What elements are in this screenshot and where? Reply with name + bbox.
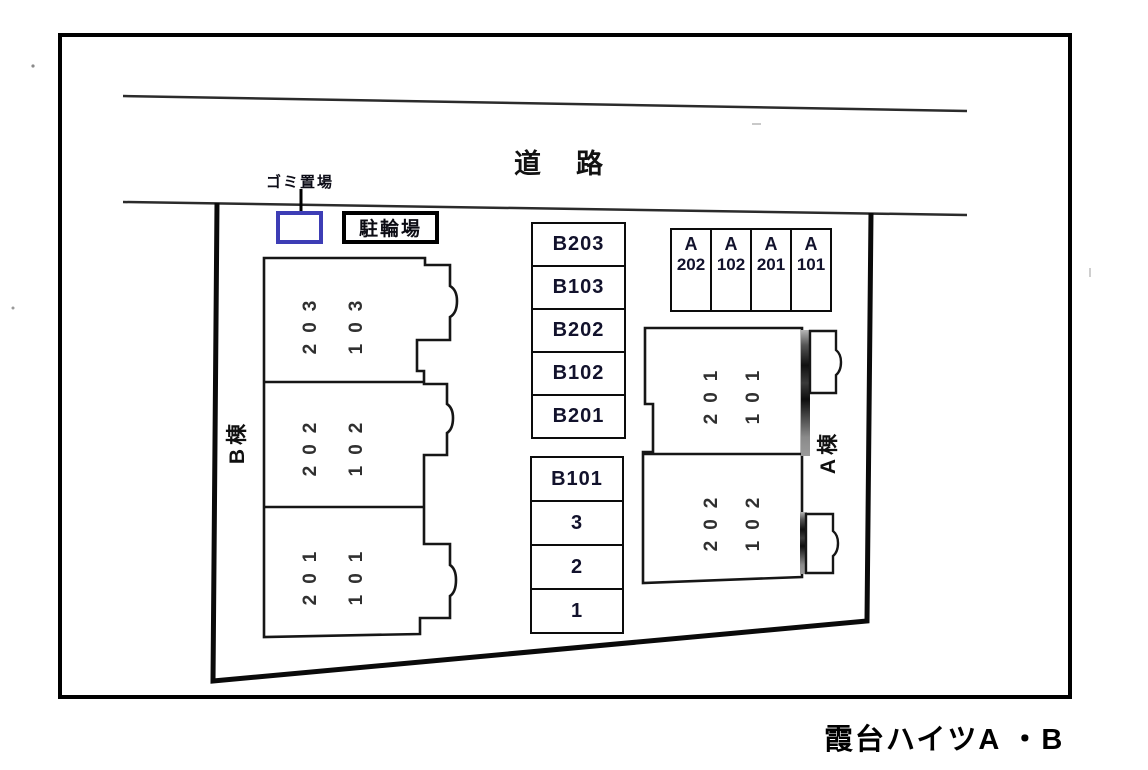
garbage-area-label: ゴミ置場 (266, 174, 335, 191)
building-b-unit1-room-right: 103 (346, 289, 367, 355)
parking-stall-a202: A 202 (670, 228, 712, 312)
building-a-unit1-room-right: 101 (743, 359, 764, 425)
building-a-unit2-room-left: 202 (701, 486, 722, 552)
parking-stall-b203: B203 (531, 222, 626, 267)
parking-column-b-lower: B101 3 2 1 (530, 456, 624, 634)
parking-stall-b202: B202 (531, 308, 626, 353)
building-a-wall-shading-bottom (800, 512, 807, 574)
map-outer-frame (58, 33, 1072, 699)
building-b-wing-label: B棟 (226, 419, 249, 465)
scan-speck-4 (1089, 268, 1091, 277)
bicycle-parking-label: 駐輪場 (358, 219, 422, 240)
parking-stall-3: 3 (530, 500, 624, 546)
stall-number: 201 (756, 254, 786, 274)
parking-row-a: A 202 A 102 A 201 A 101 (670, 228, 832, 312)
stall-building-letter: A (684, 234, 698, 254)
parking-stall-b201: B201 (531, 394, 626, 439)
road-label: 道 路 (514, 149, 607, 179)
scan-speck-1 (31, 64, 35, 68)
scan-speck-3 (752, 123, 761, 125)
building-b-unit1-room-left: 203 (300, 289, 321, 355)
parking-stall-b101: B101 (530, 456, 624, 502)
garbage-area-box (276, 211, 323, 244)
building-a-porch-bottom (804, 512, 840, 575)
stall-number: 102 (716, 254, 746, 274)
site-boundary (210, 202, 874, 684)
stall-number: 101 (796, 254, 826, 274)
building-a-unit1-room-left: 201 (701, 359, 722, 425)
road-upper-edge (122, 94, 968, 113)
map-title-caption: 霞台ハイツA ・B (824, 724, 1065, 756)
parking-stall-a201: A 201 (750, 228, 792, 312)
building-b-unit2-room-left: 202 (300, 411, 321, 477)
stall-number: 202 (676, 254, 706, 274)
building-b-unit3-room-right: 101 (346, 540, 367, 606)
building-a-wing-label: A棟 (817, 429, 840, 475)
parking-stall-a102: A 102 (710, 228, 752, 312)
building-a-unit2-room-right: 102 (743, 486, 764, 552)
stall-building-letter: A (804, 234, 818, 254)
building-a-wall-shading-top (801, 330, 810, 456)
building-a-porch-top (808, 329, 843, 395)
parking-stall-1: 1 (530, 588, 624, 634)
building-b-unit3-room-left: 201 (300, 540, 321, 606)
scan-speck-2 (11, 306, 15, 310)
parking-stall-b102: B102 (531, 351, 626, 396)
road-lower-edge (122, 200, 968, 217)
parking-stall-2: 2 (530, 544, 624, 590)
building-b-unit2-room-right: 102 (346, 411, 367, 477)
stall-building-letter: A (724, 234, 738, 254)
parking-stall-a101: A 101 (790, 228, 832, 312)
stall-building-letter: A (764, 234, 778, 254)
parking-column-b-upper: B203 B103 B202 B102 B201 (531, 222, 626, 439)
building-b-outline (262, 256, 459, 639)
parking-stall-b103: B103 (531, 265, 626, 310)
bicycle-parking-box: 駐輪場 (342, 211, 439, 244)
